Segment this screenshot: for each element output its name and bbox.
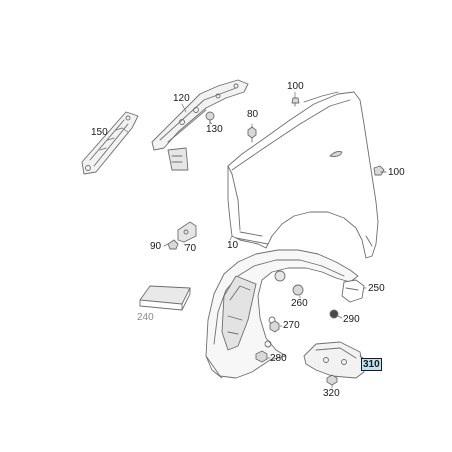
part-100-top-clip xyxy=(291,97,300,107)
part-310-shield xyxy=(303,341,367,379)
callout-100-top: 100 xyxy=(287,81,304,92)
part-320-clip xyxy=(326,374,338,386)
callout-100-right: 100 xyxy=(388,167,405,178)
callout-120: 120 xyxy=(173,93,190,104)
part-120-support xyxy=(151,79,249,171)
fender-panel xyxy=(227,91,379,259)
part-270-clip xyxy=(269,320,280,333)
part-290-plug xyxy=(329,309,339,319)
callout-70: 70 xyxy=(185,243,197,254)
part-280-screw xyxy=(255,350,268,363)
leader-lines xyxy=(121,91,387,389)
callout-250: 250 xyxy=(368,283,385,294)
callout-290: 290 xyxy=(343,314,360,325)
callout-270: 270 xyxy=(283,320,300,331)
callout-310: 310 xyxy=(361,358,382,371)
part-100-right-clip xyxy=(373,165,387,176)
callout-80: 80 xyxy=(247,109,259,120)
part-260-grommet xyxy=(292,284,304,296)
part-250-seal xyxy=(341,279,365,303)
callout-240: 240 xyxy=(137,312,154,323)
callout-260: 260 xyxy=(291,298,308,309)
callout-320: 320 xyxy=(323,388,340,399)
part-150-bracket xyxy=(81,111,139,175)
callout-150: 150 xyxy=(91,127,108,138)
callout-10: 10 xyxy=(227,240,239,251)
part-130-clip xyxy=(205,111,215,125)
wheel-arch-liner xyxy=(205,249,359,379)
part-240-pad xyxy=(139,285,191,311)
callout-90: 90 xyxy=(150,241,162,252)
part-80-screw xyxy=(247,126,257,143)
callout-130: 130 xyxy=(206,124,223,135)
part-90-70-hardware xyxy=(167,221,197,250)
callout-280: 280 xyxy=(270,353,287,364)
